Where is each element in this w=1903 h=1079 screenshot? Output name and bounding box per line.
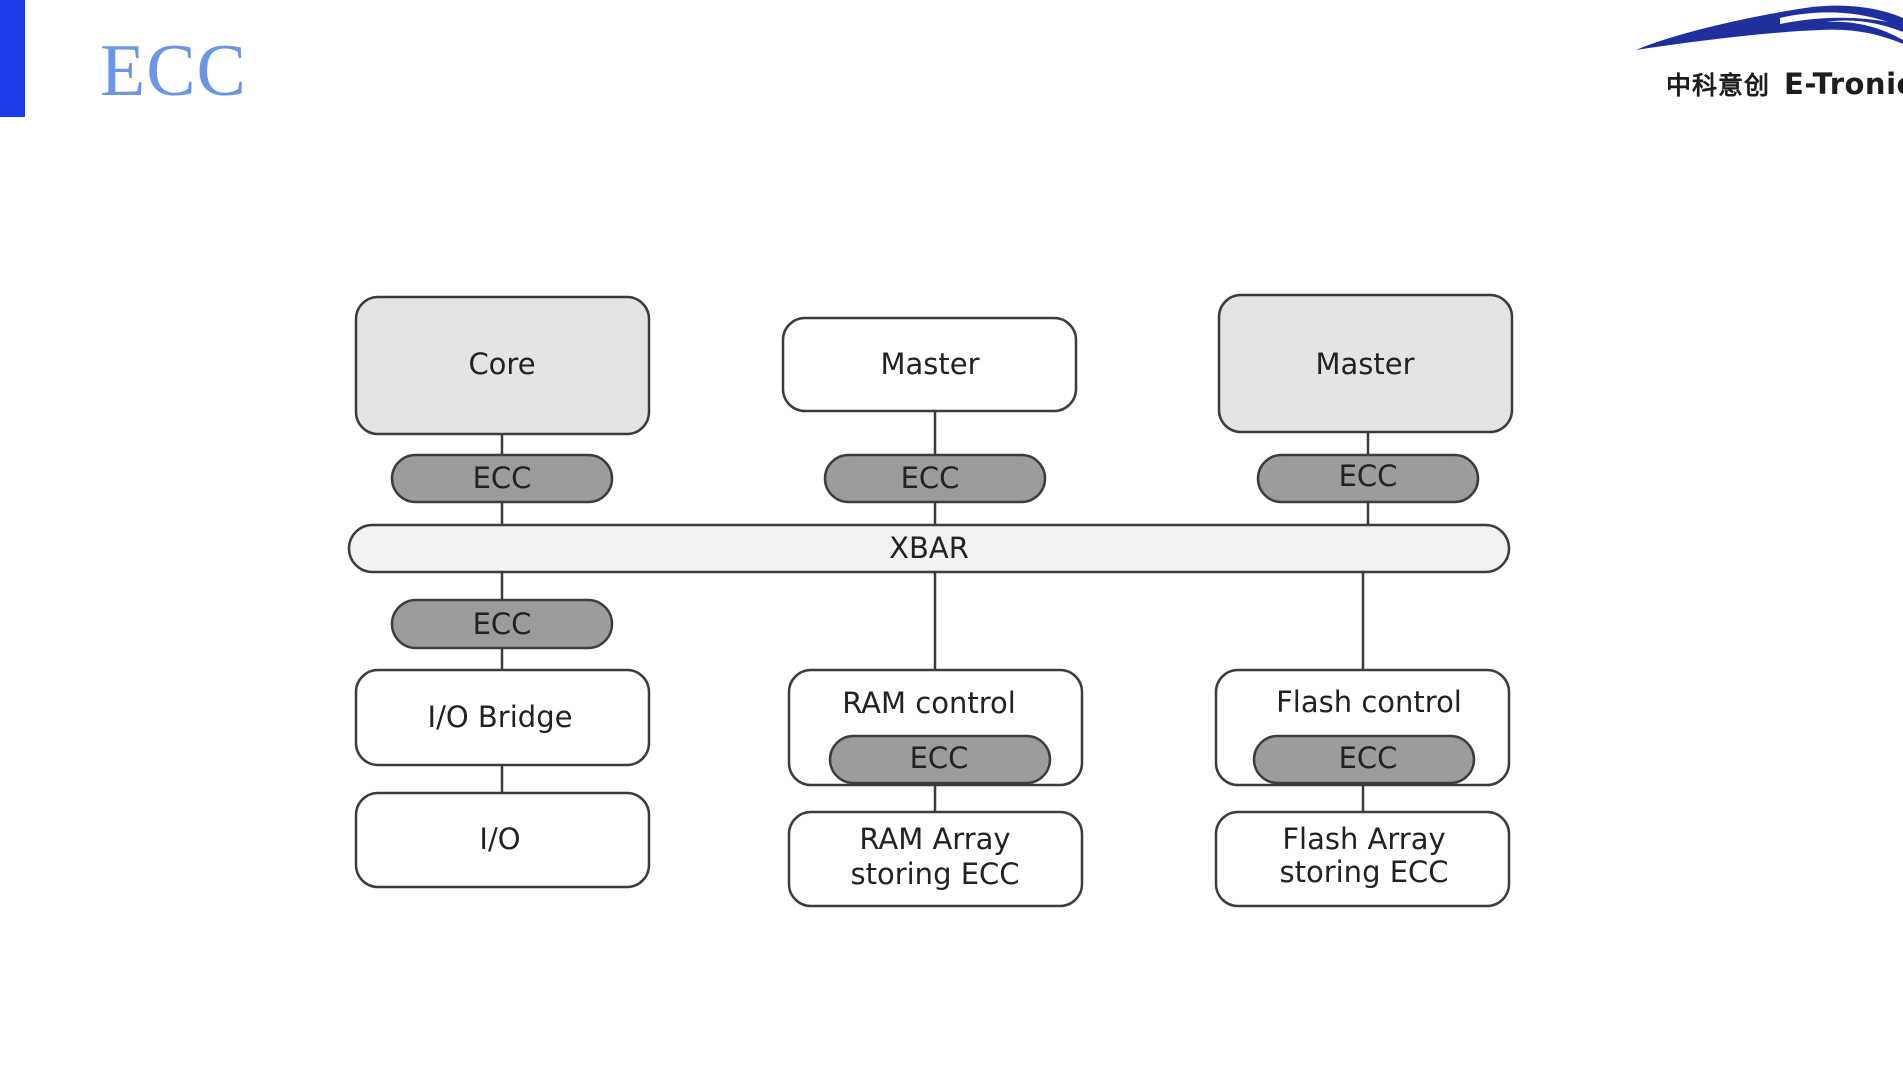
ecc-pill-core-top: ECC bbox=[390, 453, 614, 504]
ram-array-line1: RAM Array bbox=[859, 822, 1010, 856]
ecc-center-top-label: ECC bbox=[901, 461, 960, 495]
io-bridge-box: I/O Bridge bbox=[354, 668, 651, 767]
ecc-core-top-label: ECC bbox=[473, 461, 532, 495]
connector-lines bbox=[500, 412, 1370, 812]
master-box-right: Master bbox=[1217, 293, 1514, 434]
flash-control-box: Flash control ECC bbox=[1214, 668, 1511, 787]
ram-control-label: RAM control bbox=[842, 686, 1016, 720]
xbar-label: XBAR bbox=[889, 531, 969, 565]
logo-wordmark: 中科意创 E-Tronic bbox=[1666, 66, 1903, 102]
car-swoosh-icon bbox=[1636, 5, 1903, 51]
master-box-center: Master bbox=[781, 316, 1078, 413]
ram-control-ecc-label: ECC bbox=[910, 741, 969, 775]
flash-control-label: Flash control bbox=[1276, 685, 1462, 719]
flash-control-ecc-label: ECC bbox=[1339, 741, 1398, 775]
ram-control-box: RAM control ECC bbox=[787, 668, 1084, 787]
company-logo: 中科意创 E-Tronic bbox=[1630, 0, 1903, 110]
io-bridge-label: I/O Bridge bbox=[428, 700, 573, 734]
core-label: Core bbox=[468, 347, 535, 381]
ecc-pill-core-bottom: ECC bbox=[390, 598, 614, 650]
logo-name-en: E-Tronic bbox=[1784, 67, 1903, 101]
io-label: I/O bbox=[479, 822, 520, 856]
slide-title: ECC bbox=[100, 30, 247, 112]
flash-array-line1: Flash Array bbox=[1282, 822, 1445, 856]
ecc-pill-right-top: ECC bbox=[1256, 453, 1480, 504]
io-box: I/O bbox=[354, 791, 651, 889]
ram-array-box: RAM Array storing ECC bbox=[787, 810, 1084, 908]
core-box: Core bbox=[354, 295, 651, 436]
flash-array-box: Flash Array storing ECC bbox=[1214, 810, 1511, 908]
ecc-pill-center-top: ECC bbox=[823, 453, 1047, 504]
flash-array-line2: storing ECC bbox=[1279, 855, 1448, 889]
ecc-core-bottom-label: ECC bbox=[473, 607, 532, 641]
xbar-bus: XBAR bbox=[347, 523, 1511, 574]
accent-bar bbox=[0, 0, 25, 117]
master-right-label: Master bbox=[1315, 347, 1414, 381]
ram-array-line2: storing ECC bbox=[850, 857, 1019, 891]
ecc-right-top-label: ECC bbox=[1339, 459, 1398, 493]
logo-name-cn: 中科意创 bbox=[1666, 71, 1771, 100]
master-center-label: Master bbox=[880, 347, 979, 381]
